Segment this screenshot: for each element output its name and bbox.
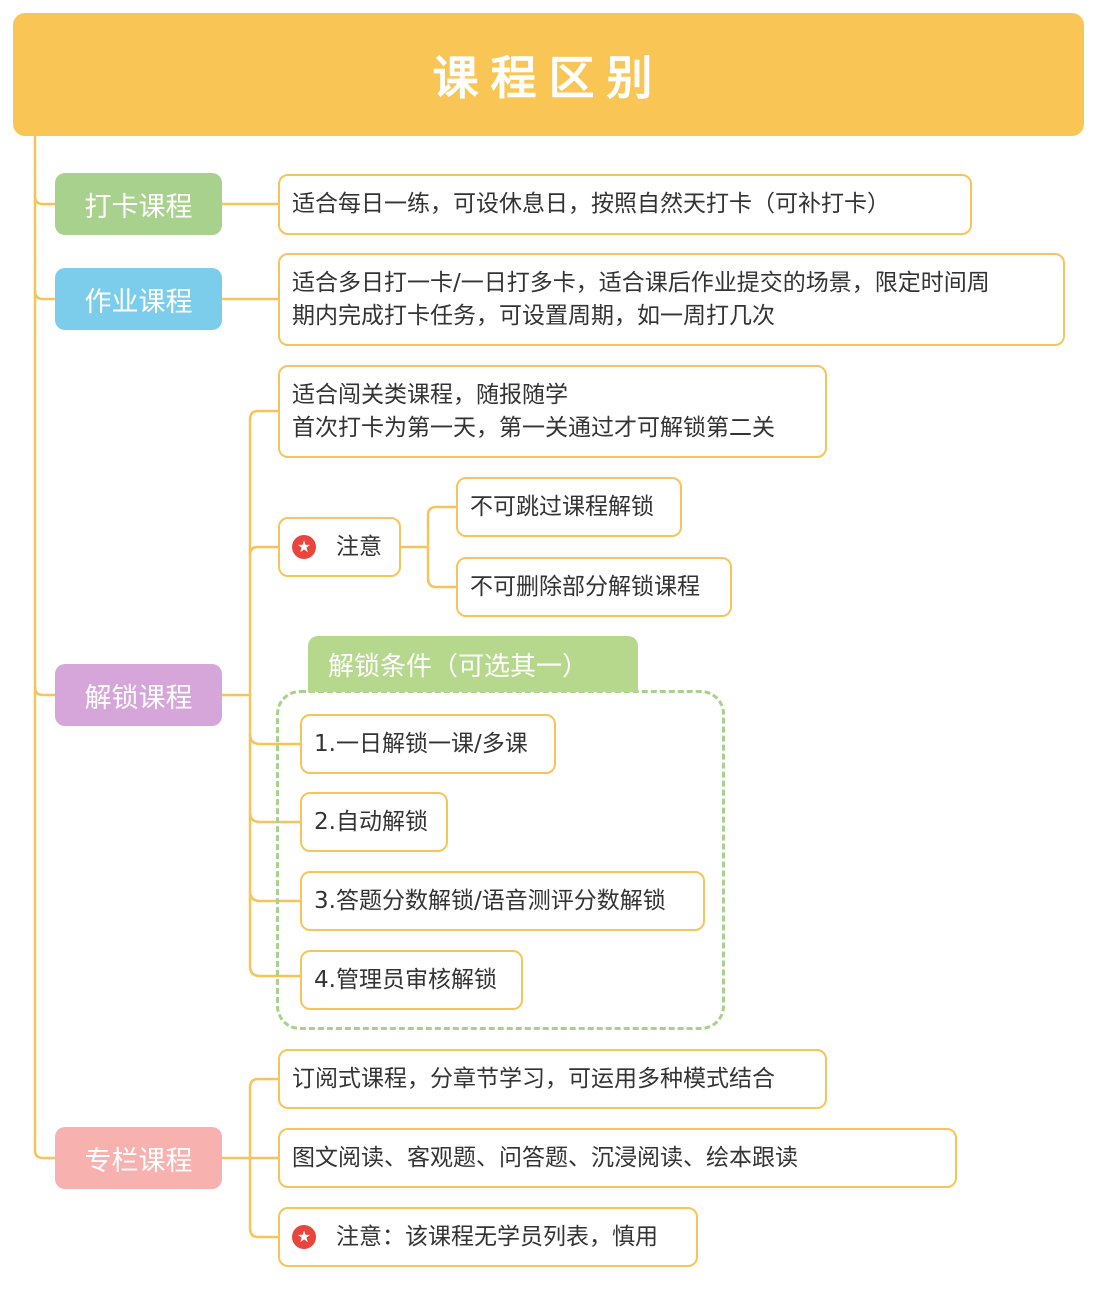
unlock-desc-box: 适合闯关类课程，随报随学 首次打卡为第一天，第一关通过才可解锁第二关 [278,365,827,458]
star-icon: ★ [292,1225,316,1249]
unlock-branch-note [248,545,278,556]
category-homework: 作业课程 [55,268,222,330]
conditions-group-title: 解锁条件（可选其一） [308,636,638,692]
unlock-branch-c2 [248,811,300,824]
trunk-branch-checkin [33,195,55,206]
unlock-desc-line1: 适合闯关类课程，随报随学 [292,381,568,408]
unlock-branch-c3 [248,890,300,903]
condition-item-4: 4.管理员审核解锁 [300,950,523,1010]
column-item-text: 图文阅读、客观题、问答题、沉浸阅读、绘本跟读 [292,1144,798,1171]
condition-item-2: 2.自动解锁 [300,792,448,852]
category-column: 专栏课程 [55,1127,222,1189]
homework-desc-box: 适合多日打一卡/一日打多卡，适合课后作业提交的场景，限定时间周 期内完成打卡任务… [278,253,1065,346]
column-item-text: 订阅式课程，分章节学习，可运用多种模式结合 [292,1065,775,1092]
unlock-note-box: ★ 注意 [278,517,401,577]
note-item-text: 不可删除部分解锁课程 [470,573,700,600]
condition-text: 4.管理员审核解锁 [314,966,497,993]
column-item-3: ★ 注意：该课程无学员列表，慎用 [278,1207,698,1267]
category-unlock: 解锁课程 [55,664,222,726]
star-icon: ★ [292,535,316,559]
unlock-desc-line2: 首次打卡为第一天，第一关通过才可解锁第二关 [292,414,775,441]
note-item-1: 不可跳过课程解锁 [456,477,682,537]
trunk-branch-unlock [33,686,55,697]
column-spine [248,1077,278,1239]
trunk-branch-homework [33,290,55,301]
unlock-note-label: 注意 [336,533,382,560]
checkin-desc-box: 适合每日一练，可设休息日，按照自然天打卡（可补打卡） [278,174,972,235]
condition-item-3: 3.答题分数解锁/语音测评分数解锁 [300,871,705,931]
condition-text: 1.一日解锁一课/多课 [314,730,528,757]
trunk-line [33,136,55,1160]
unlock-spine [248,409,300,978]
condition-item-1: 1.一日解锁一课/多课 [300,714,556,774]
column-note-text: 注意：该课程无学员列表，慎用 [336,1223,658,1250]
note-item-2: 不可删除部分解锁课程 [456,557,732,617]
homework-desc-line2: 期内完成打卡任务，可设置周期，如一周打几次 [292,302,775,329]
note-sub-spine [426,505,456,589]
homework-desc-line1: 适合多日打一卡/一日打多卡，适合课后作业提交的场景，限定时间周 [292,269,990,296]
condition-text: 3.答题分数解锁/语音测评分数解锁 [314,887,666,914]
category-checkin: 打卡课程 [55,173,222,235]
page-title: 课程区别 [13,13,1084,136]
unlock-branch-c1 [248,733,300,746]
note-item-text: 不可跳过课程解锁 [470,493,654,520]
column-item-2: 图文阅读、客观题、问答题、沉浸阅读、绘本跟读 [278,1128,957,1188]
column-item-1: 订阅式课程，分章节学习，可运用多种模式结合 [278,1049,827,1109]
condition-text: 2.自动解锁 [314,808,428,835]
checkin-desc: 适合每日一练，可设休息日，按照自然天打卡（可补打卡） [292,191,890,217]
